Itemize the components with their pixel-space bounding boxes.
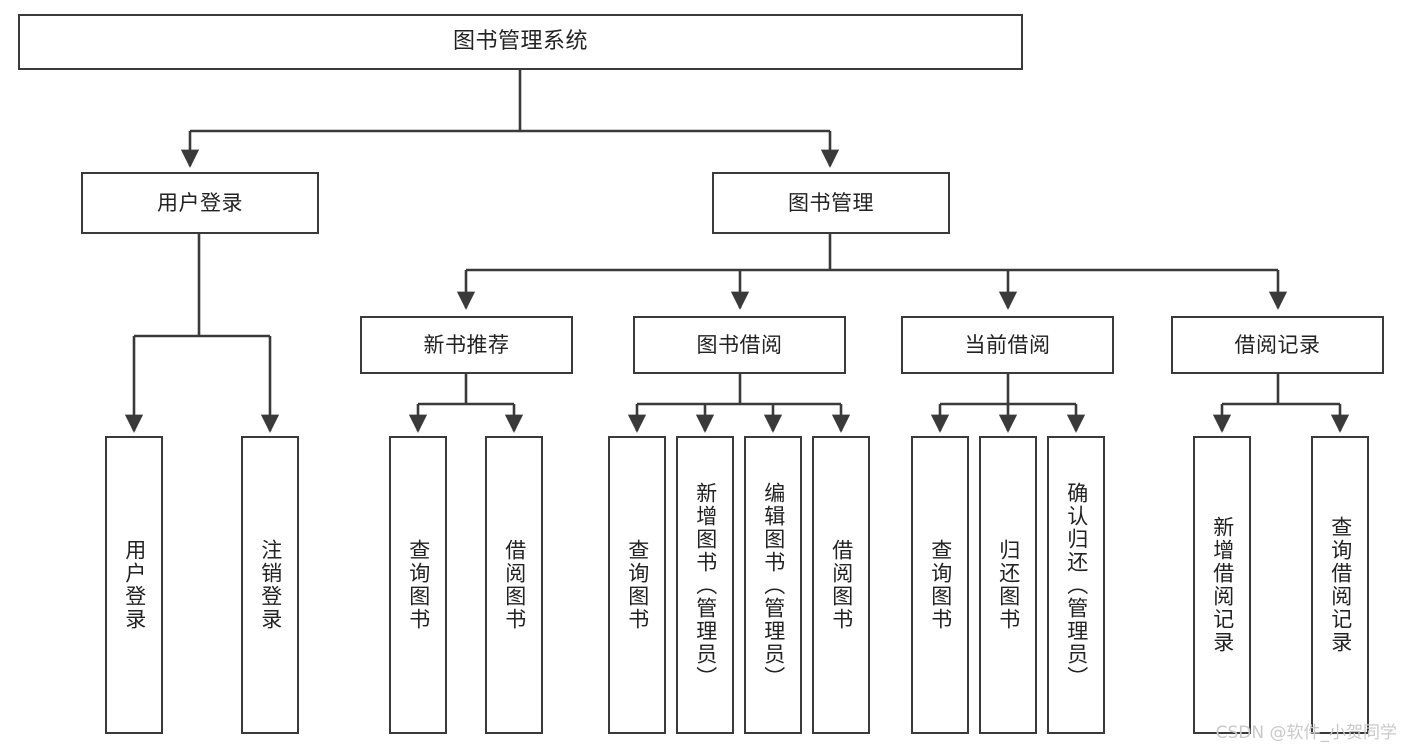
node-leaf-query-record[interactable]: 查询借阅记录	[1311, 436, 1369, 734]
node-book-manage[interactable]: 图书管理	[712, 172, 950, 234]
node-leaf-confirm-return-label: 确认归还（管理员）	[1064, 481, 1089, 689]
node-current-borrow[interactable]: 当前借阅	[901, 316, 1114, 374]
watermark: CSDN @软件_小贺同学	[1215, 723, 1397, 743]
node-leaf-query-book-1-label: 查询图书	[406, 539, 431, 631]
node-leaf-add-record-label: 新增借阅记录	[1210, 516, 1235, 654]
node-leaf-return-book-label: 归还图书	[996, 539, 1021, 631]
node-leaf-borrow-book-2-label: 借阅图书	[829, 539, 854, 631]
node-new-book-recommend[interactable]: 新书推荐	[360, 316, 573, 374]
node-leaf-query-book-1[interactable]: 查询图书	[389, 436, 447, 734]
node-current-borrow-label: 当前借阅	[964, 332, 1051, 357]
node-leaf-add-record[interactable]: 新增借阅记录	[1193, 436, 1251, 734]
node-leaf-logout-label: 注销登录	[258, 539, 283, 631]
node-leaf-confirm-return[interactable]: 确认归还（管理员）	[1047, 436, 1105, 734]
node-leaf-borrow-book-2[interactable]: 借阅图书	[812, 436, 870, 734]
node-root-label: 图书管理系统	[452, 29, 588, 55]
node-leaf-query-record-label: 查询借阅记录	[1328, 516, 1353, 654]
node-borrow-record-label: 借阅记录	[1234, 332, 1321, 357]
node-new-book-recommend-label: 新书推荐	[423, 332, 510, 357]
node-book-borrow-label: 图书借阅	[696, 332, 783, 357]
node-leaf-add-book-label: 新增图书（管理员）	[693, 481, 718, 689]
node-leaf-user-login[interactable]: 用户登录	[105, 436, 163, 734]
node-leaf-return-book[interactable]: 归还图书	[979, 436, 1037, 734]
node-leaf-query-book-3[interactable]: 查询图书	[911, 436, 969, 734]
node-user-login-label: 用户登录	[157, 190, 243, 215]
node-leaf-edit-book-label: 编辑图书（管理员）	[761, 481, 786, 689]
node-leaf-edit-book[interactable]: 编辑图书（管理员）	[744, 436, 802, 734]
node-leaf-borrow-book-1[interactable]: 借阅图书	[485, 436, 543, 734]
node-book-borrow[interactable]: 图书借阅	[633, 316, 846, 374]
node-leaf-query-book-2-label: 查询图书	[625, 539, 650, 631]
node-borrow-record[interactable]: 借阅记录	[1171, 316, 1384, 374]
node-leaf-add-book[interactable]: 新增图书（管理员）	[676, 436, 734, 734]
node-leaf-borrow-book-1-label: 借阅图书	[502, 539, 527, 631]
node-leaf-user-login-label: 用户登录	[122, 539, 147, 631]
node-user-login[interactable]: 用户登录	[81, 172, 319, 234]
node-leaf-query-book-3-label: 查询图书	[928, 539, 953, 631]
node-book-manage-label: 图书管理	[788, 190, 874, 215]
node-leaf-query-book-2[interactable]: 查询图书	[608, 436, 666, 734]
node-root[interactable]: 图书管理系统	[18, 14, 1023, 70]
node-leaf-logout[interactable]: 注销登录	[241, 436, 299, 734]
